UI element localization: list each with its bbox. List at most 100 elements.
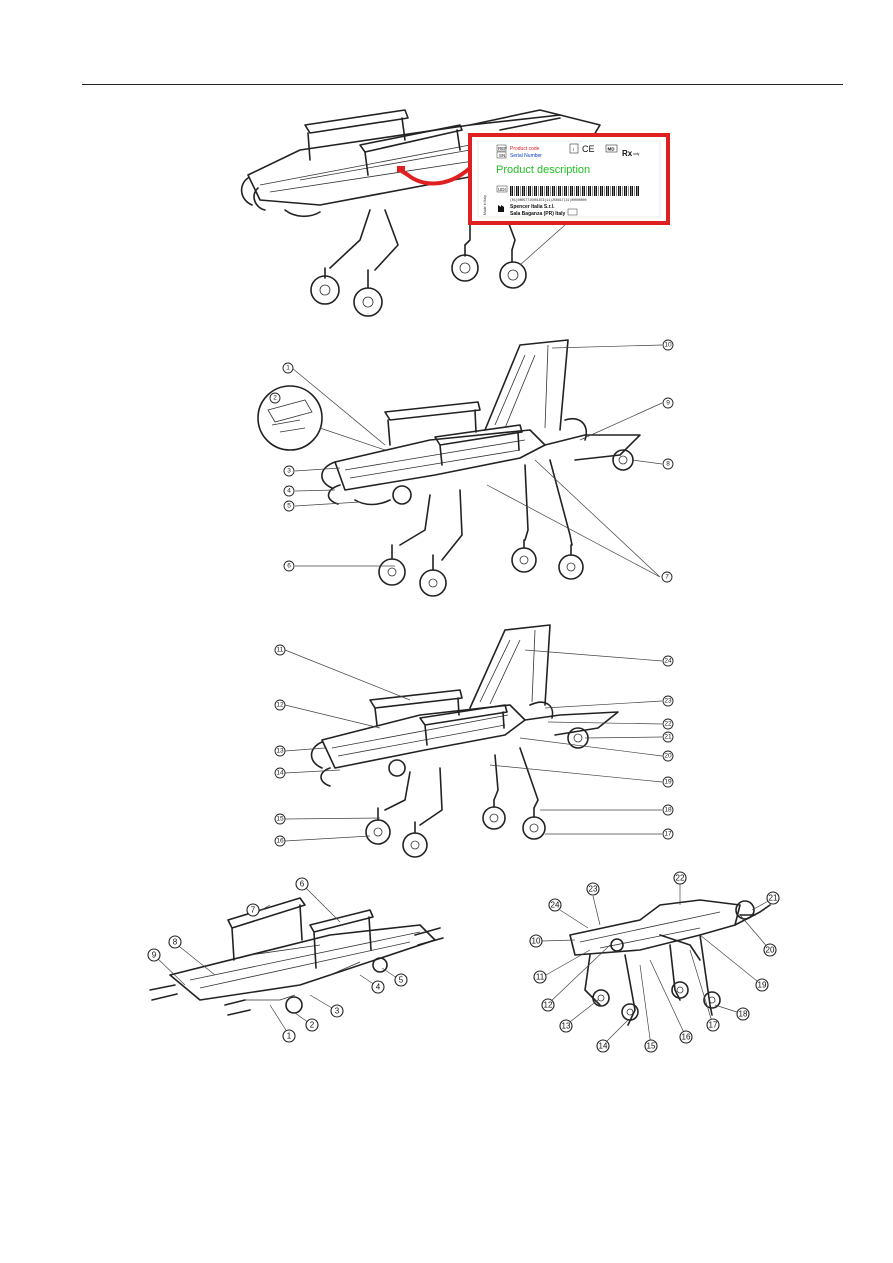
svg-text:16: 16 xyxy=(276,838,284,845)
barcode-bar xyxy=(636,186,638,196)
svg-text:8: 8 xyxy=(666,461,670,468)
serial-number-label: Serial Number xyxy=(510,153,542,159)
callout-15: 15 xyxy=(644,1039,658,1053)
figure-stretcher-top xyxy=(149,883,444,1036)
barcode-bar xyxy=(536,186,537,196)
callout-19: 19 xyxy=(662,776,674,788)
svg-text:11: 11 xyxy=(277,647,284,654)
barcode-bar xyxy=(554,186,555,196)
barcode-bar xyxy=(528,186,530,196)
barcode-bar xyxy=(510,186,512,196)
barcode-bar xyxy=(574,186,575,196)
callout-6: 6 xyxy=(295,877,309,891)
barcode-bar xyxy=(566,186,567,196)
barcode-bar xyxy=(614,186,615,196)
barcode-bar xyxy=(538,186,539,196)
callout-23: 23 xyxy=(662,695,674,707)
barcode-bar xyxy=(522,186,524,196)
barcode-bar xyxy=(608,186,609,196)
barcode-bar xyxy=(586,186,587,196)
figure3-callouts: 11 12 13 14 15 16 17 18 19 20 21 22 23 2… xyxy=(274,644,674,847)
product-code-label: Product code xyxy=(510,146,540,152)
callout-13: 13 xyxy=(559,1019,573,1033)
svg-text:21: 21 xyxy=(769,894,778,903)
barcode-bar xyxy=(634,186,635,196)
callout-6: 6 xyxy=(283,560,295,572)
barcode-bar xyxy=(616,186,617,196)
rx-only-note: only xyxy=(633,152,640,156)
ce-mark: CE xyxy=(582,144,595,154)
svg-text:9: 9 xyxy=(666,400,670,407)
barcode-bar xyxy=(604,186,605,196)
callout-13: 13 xyxy=(274,745,286,757)
date-icon xyxy=(567,208,578,216)
barcode-bar xyxy=(552,186,554,196)
rx-symbol: Rx xyxy=(622,149,633,158)
svg-text:8: 8 xyxy=(173,938,178,947)
svg-text:15: 15 xyxy=(276,816,284,823)
figure4-callouts: 1 2 3 4 5 6 7 8 9 xyxy=(147,877,408,1043)
svg-text:13: 13 xyxy=(562,1022,571,1031)
barcode-bar xyxy=(590,186,591,196)
barcode-bar xyxy=(524,186,525,196)
svg-text:3: 3 xyxy=(335,1007,340,1016)
callout-12: 12 xyxy=(541,998,555,1012)
svg-text:18: 18 xyxy=(739,1010,748,1019)
svg-text:7: 7 xyxy=(665,574,669,581)
callout-5: 5 xyxy=(283,500,295,512)
barcode-bar xyxy=(572,186,573,196)
barcode xyxy=(510,186,639,196)
barcode-bar xyxy=(610,186,611,196)
barcode-bar xyxy=(546,186,548,196)
callout-20: 20 xyxy=(662,750,674,762)
barcode-bar xyxy=(606,186,608,196)
barcode-bar xyxy=(580,186,581,196)
callout-16: 16 xyxy=(274,835,286,847)
svg-text:17: 17 xyxy=(664,831,672,838)
callout-17: 17 xyxy=(706,1018,720,1032)
callout-2: 2 xyxy=(305,1018,319,1032)
header-rule xyxy=(82,84,843,85)
callout-18: 18 xyxy=(736,1007,750,1021)
barcode-bar xyxy=(558,186,560,196)
callout-3: 3 xyxy=(283,465,295,477)
barcode-bar xyxy=(630,186,632,196)
barcode-bar xyxy=(548,186,549,196)
svg-text:6: 6 xyxy=(287,563,291,570)
callout-24: 24 xyxy=(548,898,562,912)
figure2-callouts: 1 2 3 4 5 6 7 8 9 10 xyxy=(269,339,674,583)
callout-7: 7 xyxy=(661,571,673,583)
svg-text:12: 12 xyxy=(276,702,284,709)
svg-text:23: 23 xyxy=(589,885,598,894)
svg-text:21: 21 xyxy=(664,734,672,741)
barcode-bar xyxy=(618,186,620,196)
barcode-bar xyxy=(628,186,629,196)
callout-4: 4 xyxy=(283,485,295,497)
barcode-bar xyxy=(624,186,626,196)
barcode-bar xyxy=(602,186,603,196)
ref-symbol: REF xyxy=(498,146,507,151)
barcode-bar xyxy=(612,186,614,196)
svg-text:17: 17 xyxy=(709,1021,718,1030)
barcode-bar xyxy=(576,186,578,196)
barcode-bar xyxy=(568,186,569,196)
barcode-bar xyxy=(560,186,561,196)
callout-23: 23 xyxy=(586,882,600,896)
callout-8: 8 xyxy=(168,935,182,949)
callout-22: 22 xyxy=(662,718,674,730)
udi-symbol: UDI xyxy=(498,187,506,192)
svg-text:14: 14 xyxy=(599,1042,608,1051)
callout-1: 1 xyxy=(282,1029,296,1043)
svg-text:20: 20 xyxy=(766,946,775,955)
callout-2: 2 xyxy=(269,392,281,404)
md-symbol: MD xyxy=(608,147,616,152)
figure5-callouts: 10 11 12 13 14 15 16 17 18 19 20 21 22 2… xyxy=(529,871,780,1053)
svg-text:15: 15 xyxy=(647,1042,656,1051)
callout-4: 4 xyxy=(371,980,385,994)
callout-24: 24 xyxy=(662,655,674,667)
svg-text:6: 6 xyxy=(300,880,305,889)
product-label: REF Product code SN Serial Number i CE M… xyxy=(468,133,670,225)
callout-19: 19 xyxy=(755,978,769,992)
callout-9: 9 xyxy=(147,948,161,962)
